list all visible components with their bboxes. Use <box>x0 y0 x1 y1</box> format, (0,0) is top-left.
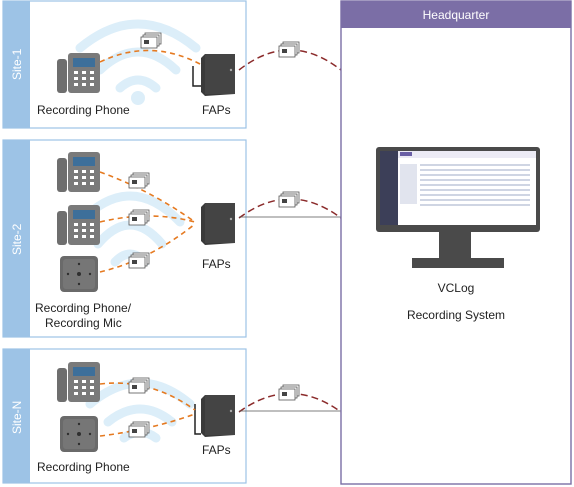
wifi-waves <box>75 19 201 93</box>
site-1-faps-label: FAPs <box>202 103 231 117</box>
site-2-tab-label: Site-2 <box>10 223 24 255</box>
fap-icon <box>201 203 235 245</box>
headquarter-title: Headquarter <box>423 8 490 22</box>
packet-icon <box>128 377 150 394</box>
headquarter-panel: Headquarter <box>340 0 572 485</box>
product-name: VCLog <box>438 281 475 295</box>
site-1-tab-label: Site-1 <box>10 48 24 80</box>
site-n-panel: Site-N Recording Phone FAPs <box>2 348 247 484</box>
fap-icon <box>201 54 235 96</box>
phone-icon <box>57 152 100 192</box>
site-2-faps-label: FAPs <box>202 257 231 271</box>
phone-icon <box>57 205 100 245</box>
packet-icon <box>278 384 300 401</box>
phone-icon <box>57 53 100 93</box>
site-2-device-label-2: Recording Mic <box>45 316 122 330</box>
site-n-faps-label: FAPs <box>202 443 231 457</box>
site-n-tab-label: Site-N <box>10 401 24 434</box>
packet-icon <box>128 172 150 189</box>
phone-icon <box>57 362 100 402</box>
packet-icon <box>128 252 150 269</box>
packet-icon <box>278 41 300 58</box>
packet-icon <box>278 191 300 208</box>
site-1-device-label: Recording Phone <box>37 103 130 117</box>
site-n-device-label: Recording Phone <box>37 460 130 474</box>
packet-icon <box>140 32 162 49</box>
mic-icon <box>60 256 98 292</box>
fap-icon <box>201 395 235 437</box>
packet-icon <box>128 209 150 226</box>
trunk-links <box>238 49 342 413</box>
packet-icon <box>128 421 150 438</box>
mic-icon <box>60 416 98 452</box>
system-name: Recording System <box>407 308 505 322</box>
site-2-panel: Site-2 Recording Phone/ Recording Mic FA… <box>2 139 247 338</box>
site-1-panel: Site-1 Recording Phone FAPs <box>2 0 247 129</box>
monitor-icon <box>376 147 540 268</box>
site-2-device-label: Recording Phone/ <box>35 301 132 315</box>
